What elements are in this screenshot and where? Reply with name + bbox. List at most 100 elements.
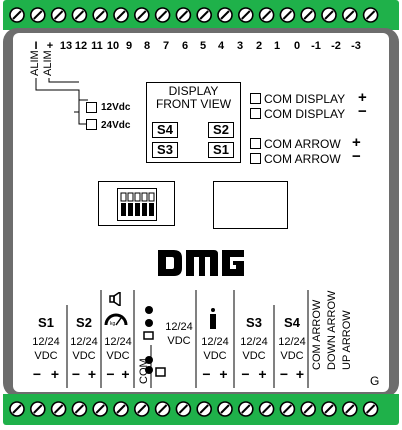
com-display-plus-checkbox[interactable] [250,93,261,104]
com-display-minus-sign: − [358,103,367,120]
top-screw-row [9,7,379,23]
dip-switch[interactable] [117,188,157,221]
top-terminal-label: 3 [236,40,244,52]
display-title-line1: DISPLAY [168,84,219,98]
top-terminal-label: -1 [311,40,321,52]
group-name: S3 [246,315,262,330]
24vdc-label: 24Vdc [101,120,131,131]
top-terminal-label: 6 [181,40,189,52]
top-screw [154,7,171,23]
switch-s4: S4 [152,122,178,138]
top-terminal-label: 9 [125,40,133,52]
top-screw [300,7,317,23]
group-plus-sign: + [121,366,130,382]
top-screw [196,7,212,23]
com-display-minus-label: COM DISPLAY [264,107,346,121]
dmg-logo [158,250,244,276]
top-terminal-label: I [34,40,38,52]
top-screw [71,7,88,23]
top-terminal-label: 10 [106,40,120,52]
display-title-line2: FRONT VIEW [155,97,232,111]
bottom-screw [154,401,171,417]
top-screw [217,7,233,23]
group-voltage: 12/24 [32,336,60,348]
bottom-screw [196,401,212,417]
top-terminal-label: 0 [293,40,301,52]
bottom-screw [9,401,25,417]
lamp-icon [210,308,216,329]
ground-label: G [370,374,380,388]
up-arrow-vertical-label: UP ARROW [341,310,353,370]
group-minus-sign: − [279,366,289,382]
group-voltage: 12/24 [201,336,229,348]
com-arrow-plus-checkbox[interactable] [250,138,261,149]
top-screw [29,7,46,23]
top-terminal-label: 1 [273,40,281,52]
group-unit: VDC [106,350,130,362]
com-display-minus-checkbox[interactable] [250,108,261,119]
svg-text:kg: kg [110,321,116,326]
group-minus-sign: − [241,366,250,382]
top-terminal-label: 12 [74,40,88,52]
com-arrow-minus-label: COM ARROW [264,152,341,166]
bottom-screw [321,401,337,417]
top-terminal-label: 11 [91,40,103,52]
group-unit: VDC [167,335,191,347]
bottom-screw-row [9,401,379,417]
top-terminal-label: 13 [59,40,73,52]
group-unit: VDC [242,350,266,362]
com-arrow-vertical-label: COM ARROW [311,299,323,370]
com-arrow-minus-checkbox[interactable] [250,153,261,164]
top-terminal-label: 8 [143,40,151,52]
switch-s2: S2 [208,122,234,138]
group-plus-sign: + [219,366,228,382]
group-voltage: 12/24 [240,336,268,348]
com-arrow-minus-sign: − [352,148,361,165]
group-voltage: 12/24 [278,336,306,348]
top-terminal-strip [3,0,399,30]
group-voltage: 12/24 [165,321,193,333]
door-icon [143,306,154,340]
top-screw [279,7,296,23]
bottom-screw [258,401,275,417]
top-terminal-label: 5 [199,40,207,52]
top-screw [238,7,254,23]
com-arrow-plus-label: COM ARROW [264,137,341,151]
top-terminal-label: -3 [351,40,361,52]
switch-s3: S3 [152,142,178,158]
group-minus-sign: − [32,366,42,382]
bottom-screw [71,401,88,417]
light-icon [145,356,166,377]
group-unit: VDC [203,350,227,362]
group-plus-sign: + [87,366,97,382]
bottom-screw [92,401,108,417]
top-terminal-label: 2 [255,40,263,52]
top-screw [258,7,275,23]
group-name: S2 [76,315,92,330]
bottom-screw [217,401,233,417]
top-screw [321,7,337,23]
group-plus-sign: + [50,366,60,382]
top-terminal-label: 7 [162,40,170,52]
switch-s1: S1 [208,142,234,158]
top-screw [362,7,379,23]
top-screw [134,7,150,23]
down-arrow-vertical-label: DOWN ARROW [326,290,338,370]
24vdc-checkbox[interactable] [86,119,97,130]
group-minus-sign: − [106,366,115,382]
com-display-plus-label: COM DISPLAY [264,92,346,106]
bottom-screw [175,401,192,417]
group-unit: VDC [280,350,304,362]
bottom-screw [238,401,254,417]
bottom-screw [362,401,379,417]
group-name: S1 [38,315,54,330]
top-screw [9,7,25,23]
12vdc-checkbox[interactable] [86,102,97,113]
group-voltage: 12/24 [70,336,98,348]
blank-panel-box [213,181,288,229]
bottom-terminal-strip [3,394,399,425]
bottom-screw [279,401,296,417]
group-unit: VDC [34,350,58,362]
